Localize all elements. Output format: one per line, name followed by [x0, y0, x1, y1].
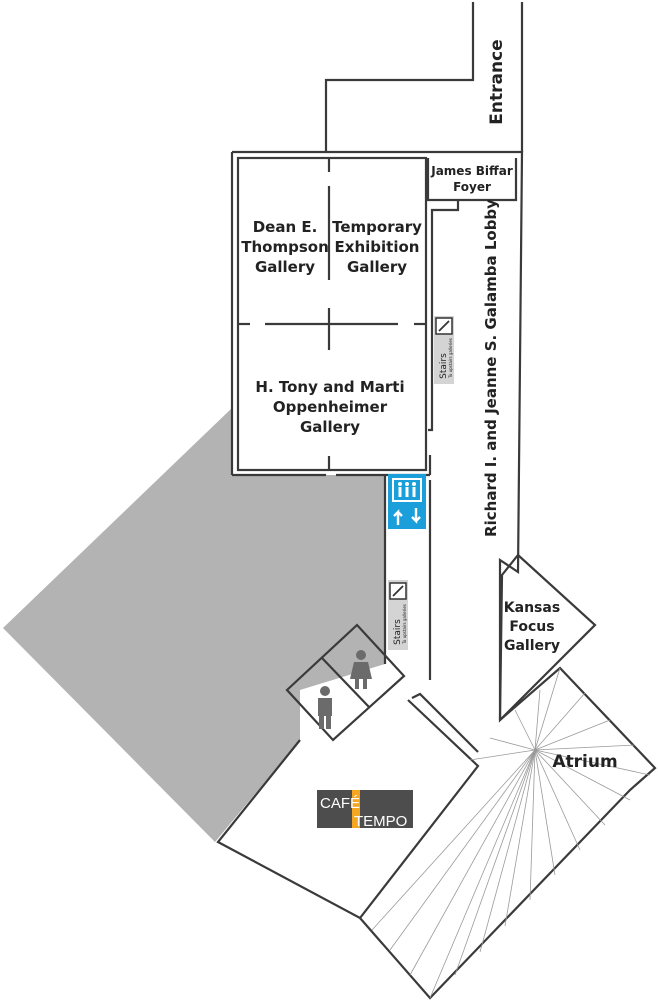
upper-stairs-sublabel: To upstairs galleries	[448, 338, 453, 379]
oppenheimer-gallery-label-line2: Oppenheimer	[273, 398, 388, 416]
atrium-label: Atrium	[552, 752, 617, 772]
temporary-gallery-label-line3: Gallery	[347, 258, 407, 276]
building-outer-wall	[232, 150, 524, 720]
restroom-divider	[321, 657, 370, 708]
thompson-gallery-label-line3: Gallery	[255, 258, 315, 276]
lower-stairs-label: Stairs	[393, 619, 403, 645]
cafe-logo-line2: TEMPO	[354, 813, 407, 830]
cafe-room-wall-east	[411, 692, 479, 753]
women-restroom-icon	[350, 650, 372, 689]
gallery-inner-frame	[236, 156, 428, 472]
shaded-area	[3, 408, 385, 842]
elevator-up-arrow	[393, 509, 403, 525]
entrance-corridor-wall	[324, 2, 475, 152]
thompson-gallery-label-line1: Dean E.	[253, 218, 318, 236]
oppenheimer-gallery-label-line3: Gallery	[300, 418, 360, 436]
temporary-gallery-label-line2: Exhibition	[335, 238, 420, 256]
stairs-icon-diagonal	[392, 585, 404, 597]
foyer-label-line2: Foyer	[453, 180, 491, 194]
south-block-wall	[359, 666, 657, 1000]
kansas-focus-gallery-room	[498, 553, 597, 723]
kansas-gallery-label-line1: Kansas	[504, 600, 560, 616]
stairs-icon-diagonal	[438, 320, 450, 332]
upper-stairs-marker: Stairs To upstairs galleries	[434, 316, 454, 384]
temporary-gallery-label-line1: Temporary	[332, 218, 422, 236]
foyer-label-line1: James Biffar	[430, 164, 513, 178]
atrium-radial-pattern	[371, 667, 651, 999]
elevator-marker	[388, 474, 426, 529]
oppenheimer-gallery-label-line1: H. Tony and Marti	[255, 378, 404, 396]
stair-corridor-wall	[428, 200, 460, 432]
foyer-wall	[426, 158, 518, 202]
upper-stairs-label: Stairs	[439, 353, 449, 379]
lower-stairs-marker: Stairs To upstairs galleries	[388, 580, 408, 650]
entrance-label: Entrance	[487, 39, 507, 124]
men-restroom-icon	[318, 686, 332, 729]
cafe-logo-line1: CAFÉ	[320, 795, 360, 812]
restroom-block	[285, 623, 406, 742]
cafe-tempo-logo: CAFÉ TEMPO	[317, 790, 413, 830]
thompson-gallery-label-line2: Thompson	[241, 238, 329, 256]
kansas-gallery-label-line3: Gallery	[504, 638, 560, 654]
galamba-lobby-label: Richard I. and Jeanne S. Galamba Lobby	[482, 199, 500, 537]
elevator-down-arrow	[411, 508, 421, 524]
kansas-gallery-label-line2: Focus	[509, 619, 554, 635]
lower-stairs-sublabel: To upstairs galleries	[402, 604, 407, 645]
